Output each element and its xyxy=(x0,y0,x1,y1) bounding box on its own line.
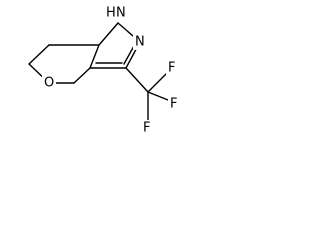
bond-c6-c7 xyxy=(28,44,50,65)
chemical-structure-diagram: H N N O F F F xyxy=(28,5,181,136)
bond-c3a-c4 xyxy=(73,67,91,84)
bond-c7a-c3a xyxy=(89,44,100,69)
bonds xyxy=(28,22,174,123)
atom-label-nh-h: H xyxy=(106,6,116,21)
atom-label-f2: F xyxy=(170,97,177,112)
atom-label-n2: N xyxy=(135,35,145,50)
atom-label-nh: N xyxy=(116,6,126,21)
atom-label-o: O xyxy=(44,76,54,91)
bond-c3-cf3 xyxy=(125,67,149,93)
atom-label-f3: F xyxy=(143,121,150,136)
atom-label-f1: F xyxy=(168,61,175,76)
atom-labels: H N N O F F F xyxy=(42,5,181,136)
bond-c7a-n1 xyxy=(98,22,119,46)
